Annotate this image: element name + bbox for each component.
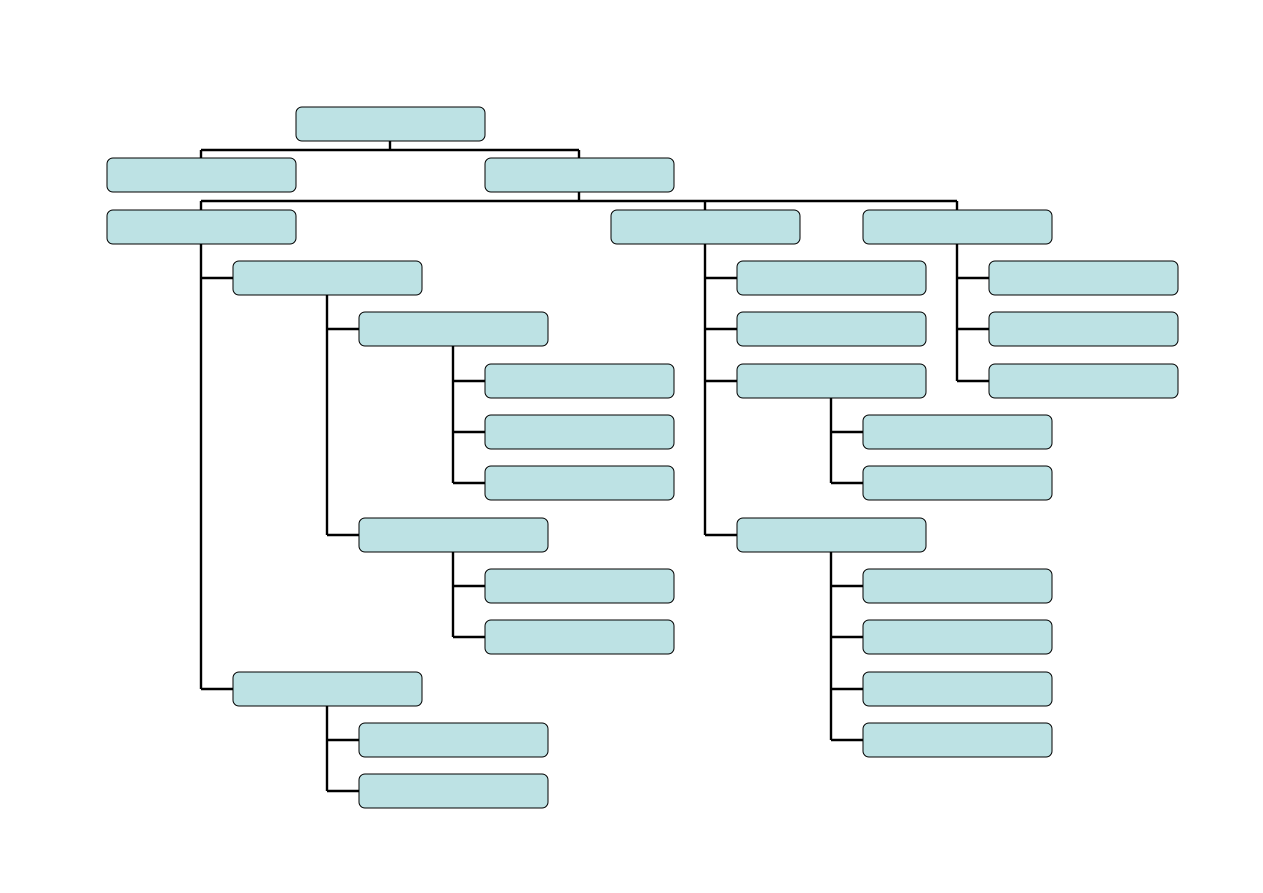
org-node-n4 — [106, 209, 297, 245]
org-node-box — [484, 465, 675, 501]
org-node-box — [358, 722, 549, 758]
org-node-n17 — [358, 773, 549, 809]
org-node-box — [862, 568, 1053, 604]
connector-lines — [199, 141, 989, 793]
org-node-n25 — [862, 619, 1053, 655]
org-node-n2 — [106, 157, 297, 193]
org-node-box — [862, 619, 1053, 655]
org-node-n23 — [736, 517, 927, 553]
org-node-n30 — [988, 363, 1179, 399]
org-node-n16 — [358, 722, 549, 758]
org-node-box — [736, 311, 927, 347]
org-node-n22 — [862, 465, 1053, 501]
org-node-n3 — [484, 157, 675, 193]
org-node-n28 — [988, 260, 1179, 296]
org-node-n10 — [484, 414, 675, 450]
org-node-box — [484, 157, 675, 193]
org-node-n7 — [232, 260, 423, 296]
org-node-box — [862, 414, 1053, 450]
org-node-n5 — [610, 209, 801, 245]
org-node-box — [358, 311, 549, 347]
org-node-box — [106, 209, 297, 245]
org-node-box — [736, 260, 927, 296]
org-node-box — [106, 157, 297, 193]
org-node-box — [610, 209, 801, 245]
org-node-n1 — [295, 106, 486, 142]
org-node-n12 — [358, 517, 549, 553]
org-node-n19 — [736, 311, 927, 347]
org-chart-nodes — [106, 106, 1179, 809]
org-node-box — [358, 773, 549, 809]
org-node-n11 — [484, 465, 675, 501]
org-node-n21 — [862, 414, 1053, 450]
org-node-box — [862, 465, 1053, 501]
org-node-n14 — [484, 619, 675, 655]
org-node-box — [484, 619, 675, 655]
org-node-box — [358, 517, 549, 553]
org-node-box — [862, 722, 1053, 758]
org-node-n6 — [862, 209, 1053, 245]
org-node-n29 — [988, 311, 1179, 347]
org-node-box — [484, 363, 675, 399]
org-node-n13 — [484, 568, 675, 604]
org-node-n26 — [862, 671, 1053, 707]
org-node-box — [862, 671, 1053, 707]
org-node-box — [736, 363, 927, 399]
org-node-n9 — [484, 363, 675, 399]
org-node-n8 — [358, 311, 549, 347]
org-node-box — [988, 260, 1179, 296]
org-node-box — [862, 209, 1053, 245]
org-node-box — [232, 260, 423, 296]
org-node-box — [295, 106, 486, 142]
org-node-box — [988, 311, 1179, 347]
org-node-box — [736, 517, 927, 553]
org-node-box — [484, 414, 675, 450]
org-node-n24 — [862, 568, 1053, 604]
org-node-box — [484, 568, 675, 604]
org-node-n20 — [736, 363, 927, 399]
org-node-box — [988, 363, 1179, 399]
org-node-n15 — [232, 671, 423, 707]
org-node-n27 — [862, 722, 1053, 758]
org-node-box — [232, 671, 423, 707]
org-node-n18 — [736, 260, 927, 296]
